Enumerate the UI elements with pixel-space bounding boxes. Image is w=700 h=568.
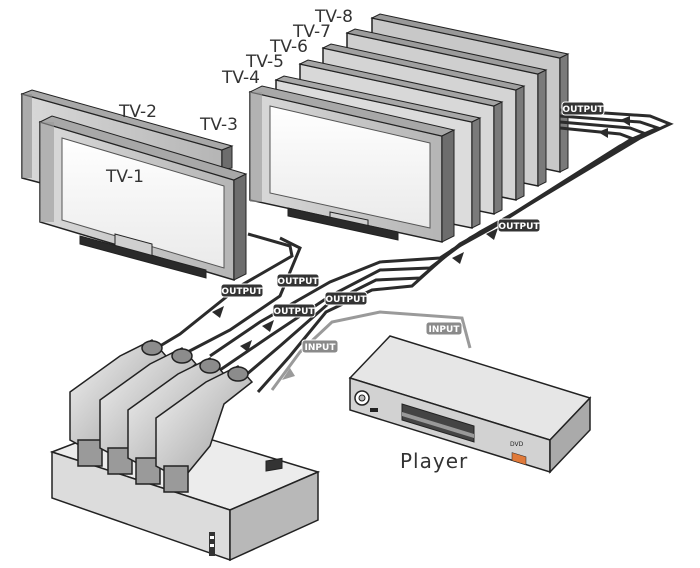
tv-2-label: TV-2 — [118, 102, 157, 122]
svg-text:OUTPUT: OUTPUT — [273, 307, 315, 317]
svg-text:INPUT: INPUT — [429, 325, 461, 335]
cable-tv3 — [179, 236, 302, 358]
input-cable — [270, 310, 472, 391]
svg-text:INPUT: INPUT — [305, 343, 337, 353]
input-tag-2: INPUT — [301, 339, 339, 354]
dvd-badge — [511, 452, 527, 466]
svg-text:OUTPUT: OUTPUT — [325, 295, 367, 305]
output-tag-3: OUTPUT — [272, 303, 316, 318]
tv-3-label: TV-3 — [199, 115, 238, 135]
tv-3 — [248, 85, 456, 243]
tv-5-label: TV-5 — [245, 52, 284, 72]
cable-tv1 — [149, 232, 294, 354]
tv-1 — [38, 115, 248, 282]
output-tag-6: OUTPUT — [561, 101, 605, 116]
svg-text:OUTPUT: OUTPUT — [221, 287, 263, 297]
input-tag-1: INPUT — [425, 321, 463, 336]
output-tag-2: OUTPUT — [276, 273, 320, 288]
output-tag-5: OUTPUT — [497, 218, 541, 233]
svg-text:OUTPUT: OUTPUT — [562, 105, 604, 115]
svg-text:DVD: DVD — [510, 441, 524, 448]
cable-group-4 — [256, 126, 640, 393]
plug-4 — [155, 365, 254, 493]
connector-plugs — [69, 339, 254, 493]
tv-4-label: TV-4 — [221, 68, 260, 88]
player-label: Player — [400, 449, 468, 473]
output-tag-1: OUTPUT — [220, 283, 264, 298]
tv-1-label: TV-1 — [105, 167, 144, 187]
tv-7-label: TV-7 — [292, 22, 331, 42]
power-switch-icon — [265, 457, 283, 472]
arrows — [212, 116, 630, 380]
svg-text:OUTPUT: OUTPUT — [277, 277, 319, 287]
tv-6-label: TV-6 — [269, 37, 308, 57]
output-tag-4: OUTPUT — [324, 291, 368, 306]
dvd-player: DVD — [348, 335, 592, 474]
svg-text:OUTPUT: OUTPUT — [498, 222, 540, 232]
tv-8-label: TV-8 — [314, 7, 353, 27]
